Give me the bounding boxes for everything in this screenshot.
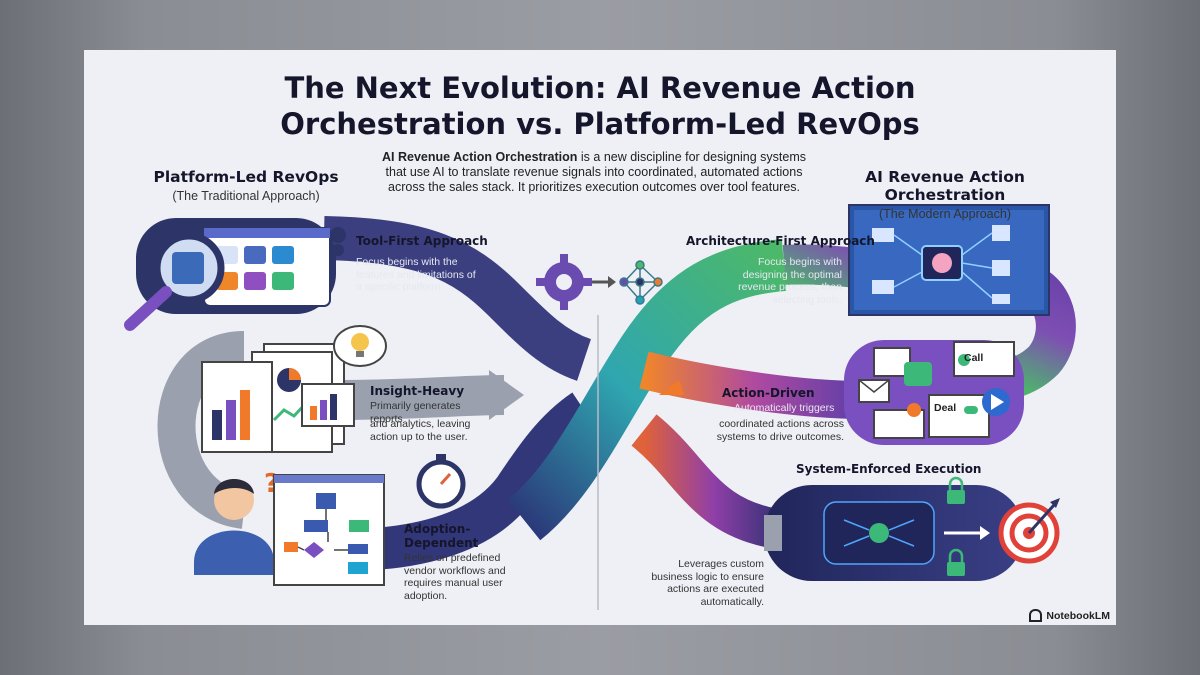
stopwatch-icon [416, 454, 466, 509]
execution-label: System-Enforced Execution [796, 462, 982, 476]
title-line-1: The Next Evolution: AI Revenue Action [284, 71, 916, 105]
confused-user-icon: ? [194, 469, 279, 575]
title-line-2: Orchestration vs. Platform-Led RevOps [280, 107, 920, 141]
action-driven-desc-b: coordinated actions across systems to dr… [716, 418, 844, 443]
path-crossover [507, 239, 787, 541]
workflow-window-icon [273, 474, 385, 586]
insight-heavy-desc-b: and analytics, leaving action up to the … [370, 418, 471, 443]
intro-term: AI Revenue Action Orchestration [382, 150, 578, 164]
left-heading: Platform-Led RevOps [153, 168, 339, 186]
gear-icon [536, 254, 592, 310]
left-column-header: Platform-Led RevOps (The Traditional App… [146, 168, 346, 203]
call-window-label: Call [964, 352, 984, 364]
right-column-header: AI Revenue Action Orchestration (The Mod… [804, 168, 1086, 221]
action-driven-desc-a: Automatically triggers [734, 402, 835, 414]
execution-pipeline-icon [764, 476, 1024, 581]
lock-icon [947, 476, 965, 576]
infographic-artwork: ? [124, 204, 1076, 610]
intro-paragraph: AI Revenue Action Orchestration is a new… [374, 150, 814, 195]
arrow-action [659, 380, 684, 395]
insight-heavy-desc-a: Primarily generates reports [370, 400, 461, 425]
right-subheading: (The Modern Approach) [878, 207, 1011, 221]
tool-first-label: Tool-First Approach [356, 234, 488, 248]
path-action-driven [639, 351, 865, 419]
network-icon [619, 260, 663, 305]
arrow-insight [489, 370, 524, 420]
magnifier-icon [124, 232, 225, 331]
path-adoption [343, 392, 597, 571]
insight-heavy-label: Insight-Heavy [370, 384, 465, 398]
action-driven-label: Action-Driven [722, 386, 815, 400]
adoption-desc: Relies on predefined vendor workflows an… [404, 552, 506, 602]
settings-icon [330, 227, 346, 256]
lightbulb-icon [333, 325, 387, 367]
tool-first-desc: Focus begins with the features and limit… [356, 256, 476, 293]
intro-text: is a new discipline for designing system… [385, 150, 806, 194]
adoption-label: Adoption-Dependent [404, 522, 479, 550]
target-icon [998, 498, 1060, 564]
reports-stack-icon [201, 343, 355, 453]
right-heading: AI Revenue Action Orchestration [865, 168, 1025, 204]
page-title: The Next Evolution: AI Revenue Action Or… [84, 70, 1116, 142]
blueprint-icon [848, 204, 1050, 316]
notebooklm-brand: NotebookLM [1029, 609, 1110, 622]
deal-window-label: Deal [934, 402, 957, 414]
architecture-desc: Focus begins with designing the optimal … [738, 256, 842, 306]
infographic-card: ? [84, 50, 1116, 625]
arrow-right-icon [608, 276, 616, 288]
path-loop-left [157, 331, 248, 529]
path-tool-first [323, 216, 592, 381]
brand-name: NotebookLM [1046, 609, 1110, 622]
left-subheading: (The Traditional Approach) [172, 189, 320, 203]
execution-desc: Leverages custom business logic to ensur… [651, 558, 764, 608]
notebooklm-logo-icon [1029, 609, 1043, 622]
action-windows-icon [844, 340, 1024, 445]
path-execution [631, 414, 788, 550]
architecture-label: Architecture-First Approach [686, 234, 875, 248]
